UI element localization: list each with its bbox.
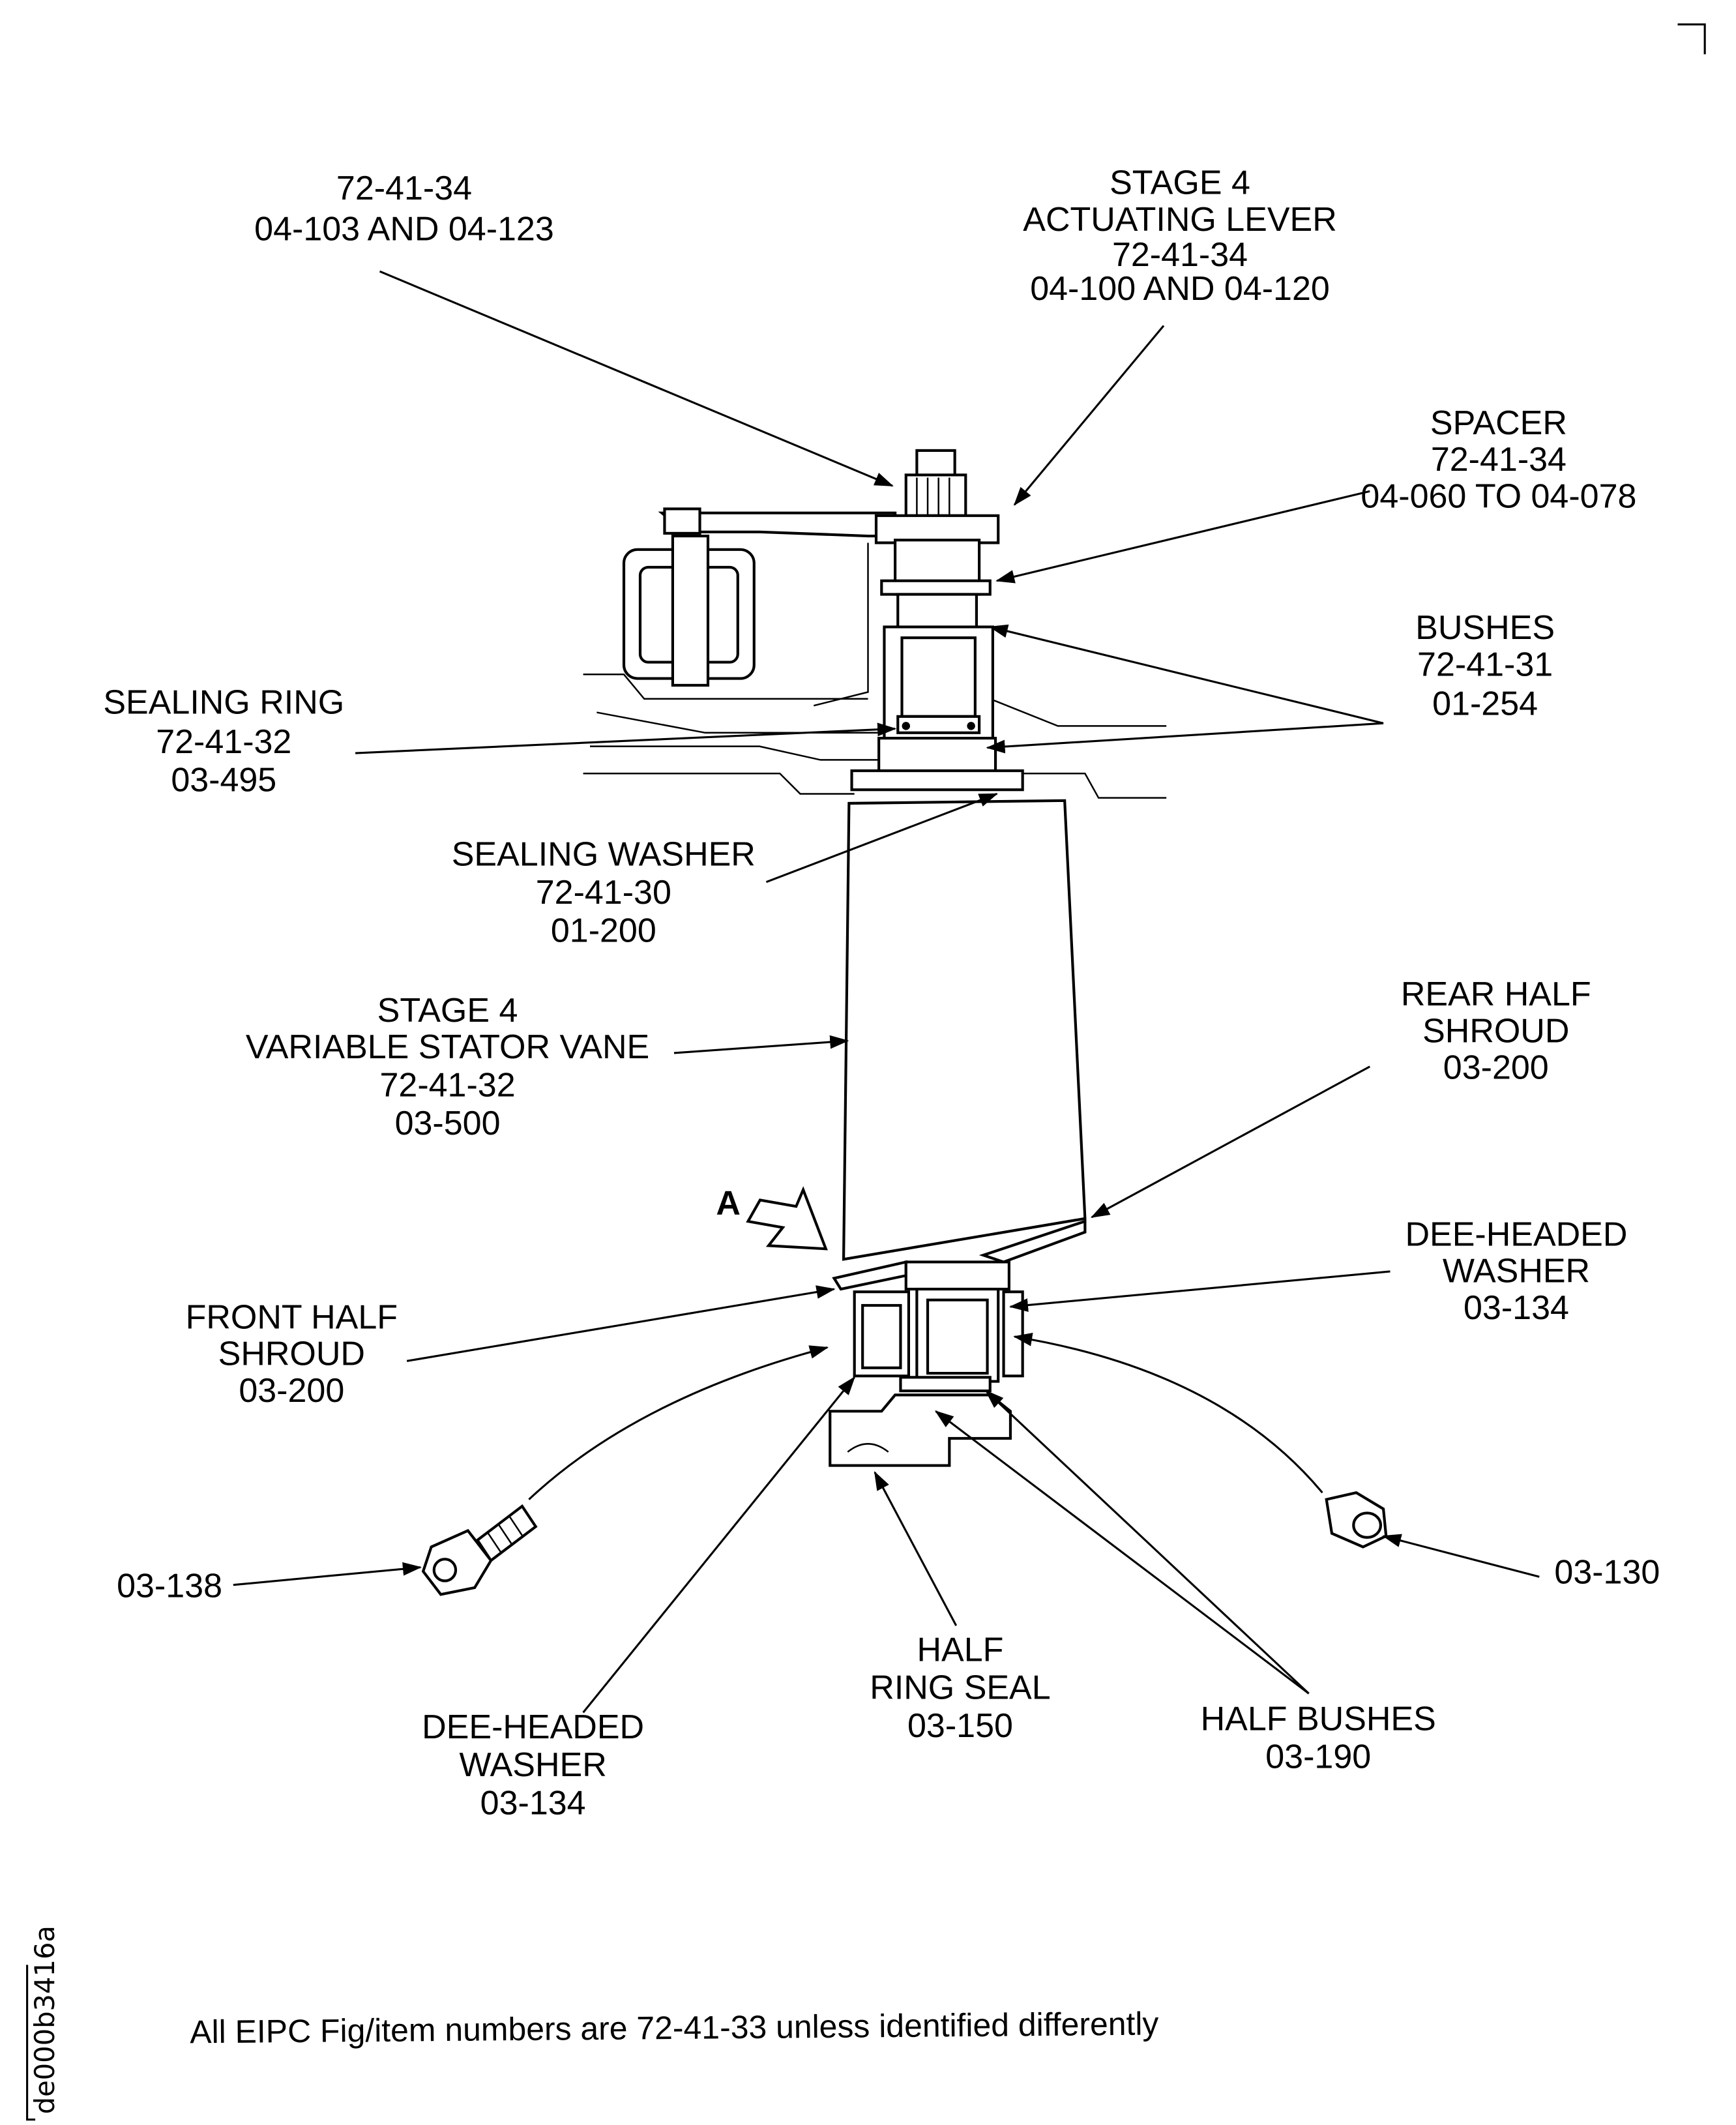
callout-text: STAGE 4 xyxy=(1110,164,1250,202)
leader-line xyxy=(379,270,894,487)
leader-line xyxy=(984,1389,1310,1695)
callout-text: 03-150 xyxy=(907,1707,1013,1745)
corner-mark xyxy=(1677,23,1706,55)
callout-text: WASHER xyxy=(1443,1253,1590,1290)
stator-vane xyxy=(842,799,1087,1261)
spindle-head xyxy=(850,449,1024,792)
callout-text: 04-060 TO 04-078 xyxy=(1361,477,1636,515)
figure-id: de000b3416a xyxy=(26,1925,61,2121)
bolt-path-line xyxy=(528,1345,829,1500)
callout-text: SEALING WASHER xyxy=(452,836,756,874)
leader-line xyxy=(1008,1270,1390,1312)
callout-text: DEE-HEADED xyxy=(422,1708,644,1746)
callout-text: 72-41-34 xyxy=(1431,441,1567,479)
callout-text: 03-190 xyxy=(1265,1738,1371,1776)
callout-text: SHROUD xyxy=(218,1335,365,1373)
leader-line xyxy=(986,722,1384,754)
callout-text: WASHER xyxy=(459,1746,606,1784)
callout-text: RING SEAL xyxy=(870,1669,1050,1707)
view-a-label: A xyxy=(716,1185,741,1223)
callout-text: 72-41-34 xyxy=(336,170,472,207)
lower-spindle-assembly xyxy=(829,1219,1087,1467)
callout-text: 03-130 xyxy=(1554,1554,1660,1592)
callout-text: 01-200 xyxy=(551,912,656,949)
callout-text: SEALING RING xyxy=(103,684,344,722)
callout-text: STAGE 4 xyxy=(377,992,518,1030)
footer-note: All EIPC Fig/item numbers are 72-41-33 u… xyxy=(190,2005,1159,2050)
casing xyxy=(583,542,1167,799)
callout-text: SHROUD xyxy=(1422,1012,1569,1050)
callout-text: 04-100 AND 04-120 xyxy=(1030,270,1330,308)
actuating-lever xyxy=(622,507,897,687)
leader-line xyxy=(988,624,1384,724)
leader-line xyxy=(765,792,999,884)
nut-03-130 xyxy=(1325,1491,1388,1549)
bolt-03-138 xyxy=(421,1504,538,1596)
callout-text: DEE-HEADED xyxy=(1405,1215,1628,1253)
callout-text: 72-41-34 xyxy=(1112,236,1248,274)
callout-text: 03-500 xyxy=(395,1105,501,1142)
callout-text: FRONT HALF xyxy=(186,1298,398,1336)
leader-line xyxy=(582,1376,856,1714)
callout-text: 03-200 xyxy=(1443,1048,1549,1086)
leader-line xyxy=(233,1562,422,1586)
leader-line xyxy=(1013,325,1165,506)
view-a-indicator: A xyxy=(716,1185,828,1251)
callout-text: 03-134 xyxy=(480,1784,586,1822)
callout-text: BUSHES xyxy=(1415,609,1555,647)
callout-text: VARIABLE STATOR VANE xyxy=(246,1028,649,1066)
callout-text: HALF xyxy=(917,1631,1004,1669)
callout-text: 01-254 xyxy=(1432,685,1538,723)
leader-line xyxy=(934,1410,1310,1695)
callout-bolt: 03-138 xyxy=(117,1562,422,1605)
figure-id-text: de000b3416a xyxy=(29,1925,61,2114)
leader-line xyxy=(874,1471,958,1626)
callout-text: 03-495 xyxy=(171,761,276,799)
callout-text: 03-134 xyxy=(1464,1289,1569,1327)
callout-text: ACTUATING LEVER xyxy=(1023,201,1336,239)
nut-path-line xyxy=(1013,1333,1323,1494)
callout-text: 72-41-30 xyxy=(536,874,671,912)
callout-text: 72-41-32 xyxy=(156,723,291,761)
callout-text: 03-200 xyxy=(239,1372,344,1410)
callout-text: 04-103 AND 04-123 xyxy=(254,210,554,248)
callout-text: 72-41-31 xyxy=(1417,646,1553,683)
callout-nut: 03-130 xyxy=(1382,1534,1660,1592)
callout-text: 03-138 xyxy=(117,1567,222,1605)
leader-line xyxy=(406,1285,836,1362)
leader-line xyxy=(995,490,1370,584)
callout-text: SPACER xyxy=(1430,404,1567,442)
leader-line xyxy=(355,722,897,754)
callout-text: 72-41-32 xyxy=(379,1067,515,1105)
callout-text: HALF BUSHES xyxy=(1201,1700,1436,1738)
callout-text: REAR HALF xyxy=(1401,975,1591,1013)
leader-line xyxy=(673,1035,849,1054)
leader-line xyxy=(1382,1534,1540,1578)
leader-line xyxy=(1090,1065,1371,1219)
